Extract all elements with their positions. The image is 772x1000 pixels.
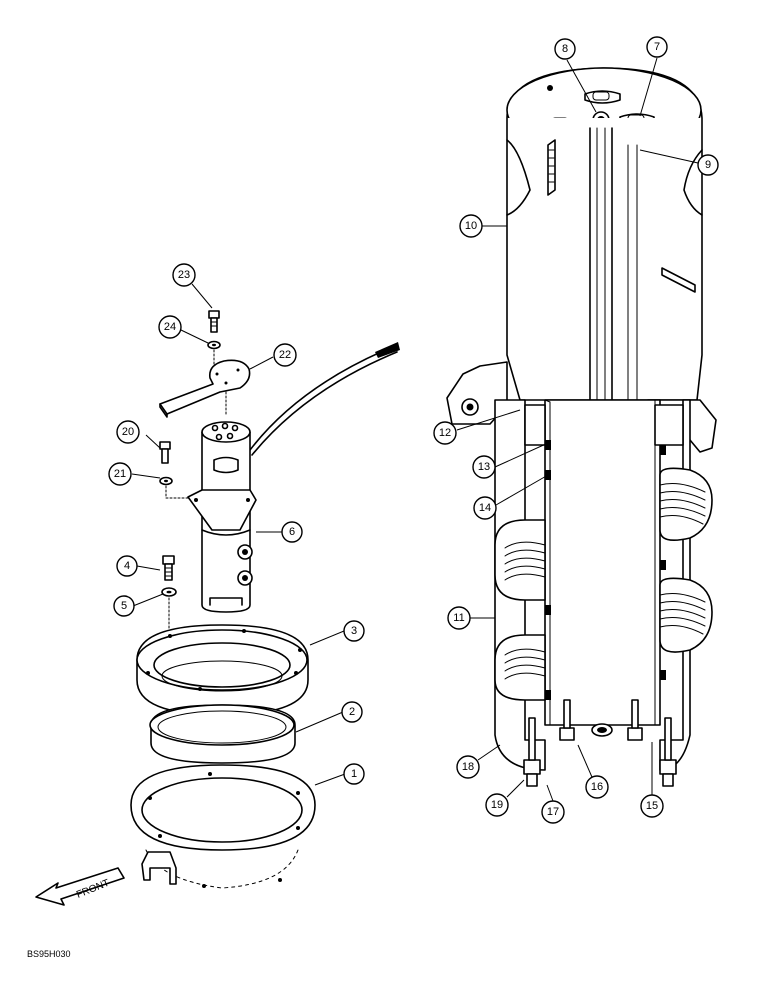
callout-2: 2 [341, 701, 363, 723]
bottom-bolts [523, 699, 677, 787]
callout-22: 22 [273, 343, 297, 367]
drawing-reference-code: BS95H030 [27, 949, 71, 959]
bolt-part-23 [208, 310, 220, 333]
bolt-part-4 [162, 555, 175, 581]
callout-number: 5 [121, 600, 127, 612]
callout-number: 22 [279, 349, 291, 361]
callout-6: 6 [281, 521, 303, 543]
washer-part-24 [207, 340, 221, 350]
callout-7: 7 [646, 36, 668, 58]
callout-10: 10 [459, 214, 483, 238]
callout-17: 17 [541, 800, 565, 824]
hose-curve [249, 342, 400, 456]
callout-number: 24 [164, 321, 176, 333]
bolt-part-20 [159, 441, 171, 464]
callout-number: 19 [491, 799, 503, 811]
washer-part-21 [159, 476, 173, 486]
callout-number: 18 [462, 761, 474, 773]
callout-number: 8 [562, 43, 568, 55]
callout-number: 9 [705, 159, 711, 171]
front-direction-arrow: FRONT [35, 867, 125, 906]
callout-9: 9 [697, 154, 719, 176]
callout-13: 13 [472, 455, 496, 479]
callout-number: 17 [547, 806, 559, 818]
callout-12: 12 [433, 421, 457, 445]
callout-number: 6 [289, 526, 295, 538]
callout-14: 14 [473, 496, 497, 520]
callout-number: 7 [654, 41, 660, 53]
callout-20: 20 [116, 420, 140, 444]
callout-8: 8 [554, 38, 576, 60]
callout-number: 2 [349, 706, 355, 718]
callout-number: 12 [439, 427, 451, 439]
ring-part-3 [136, 624, 309, 716]
groove-right-upper [659, 467, 713, 541]
callout-1: 1 [343, 763, 365, 785]
callout-4: 4 [116, 555, 138, 577]
callout-number: 1 [351, 768, 357, 780]
rotary-manifold-assembly [446, 67, 717, 787]
callout-11: 11 [447, 606, 471, 630]
gasket-part-1 [130, 764, 316, 888]
callout-24: 24 [158, 315, 182, 339]
callout-21: 21 [108, 462, 132, 486]
groove-left-upper [494, 519, 546, 601]
callout-3: 3 [343, 620, 365, 642]
callout-number: 20 [122, 426, 134, 438]
callout-number: 3 [351, 625, 357, 637]
groove-right-lower [659, 577, 713, 653]
swivel-housing-part-6 [187, 421, 257, 613]
callout-16: 16 [585, 775, 609, 799]
callout-number: 4 [124, 560, 130, 572]
callout-number: 11 [453, 612, 464, 624]
leader-lines [131, 57, 699, 802]
callout-number: 10 [465, 220, 477, 232]
clip-bracket [141, 851, 177, 885]
callout-number: 21 [114, 468, 126, 480]
callout-number: 13 [478, 461, 490, 473]
callout-15: 15 [640, 794, 664, 818]
callout-number: 15 [646, 800, 658, 812]
callout-18: 18 [456, 755, 480, 779]
groove-left-lower [494, 634, 546, 701]
callout-19: 19 [485, 793, 509, 817]
callout-number: 16 [591, 781, 603, 793]
callout-number: 14 [479, 502, 491, 514]
callout-5: 5 [113, 595, 135, 617]
washer-part-5 [161, 587, 177, 597]
callout-23: 23 [172, 263, 196, 287]
callout-number: 23 [178, 269, 190, 281]
seal-part-2 [149, 704, 296, 764]
plate-part-22 [159, 359, 251, 418]
